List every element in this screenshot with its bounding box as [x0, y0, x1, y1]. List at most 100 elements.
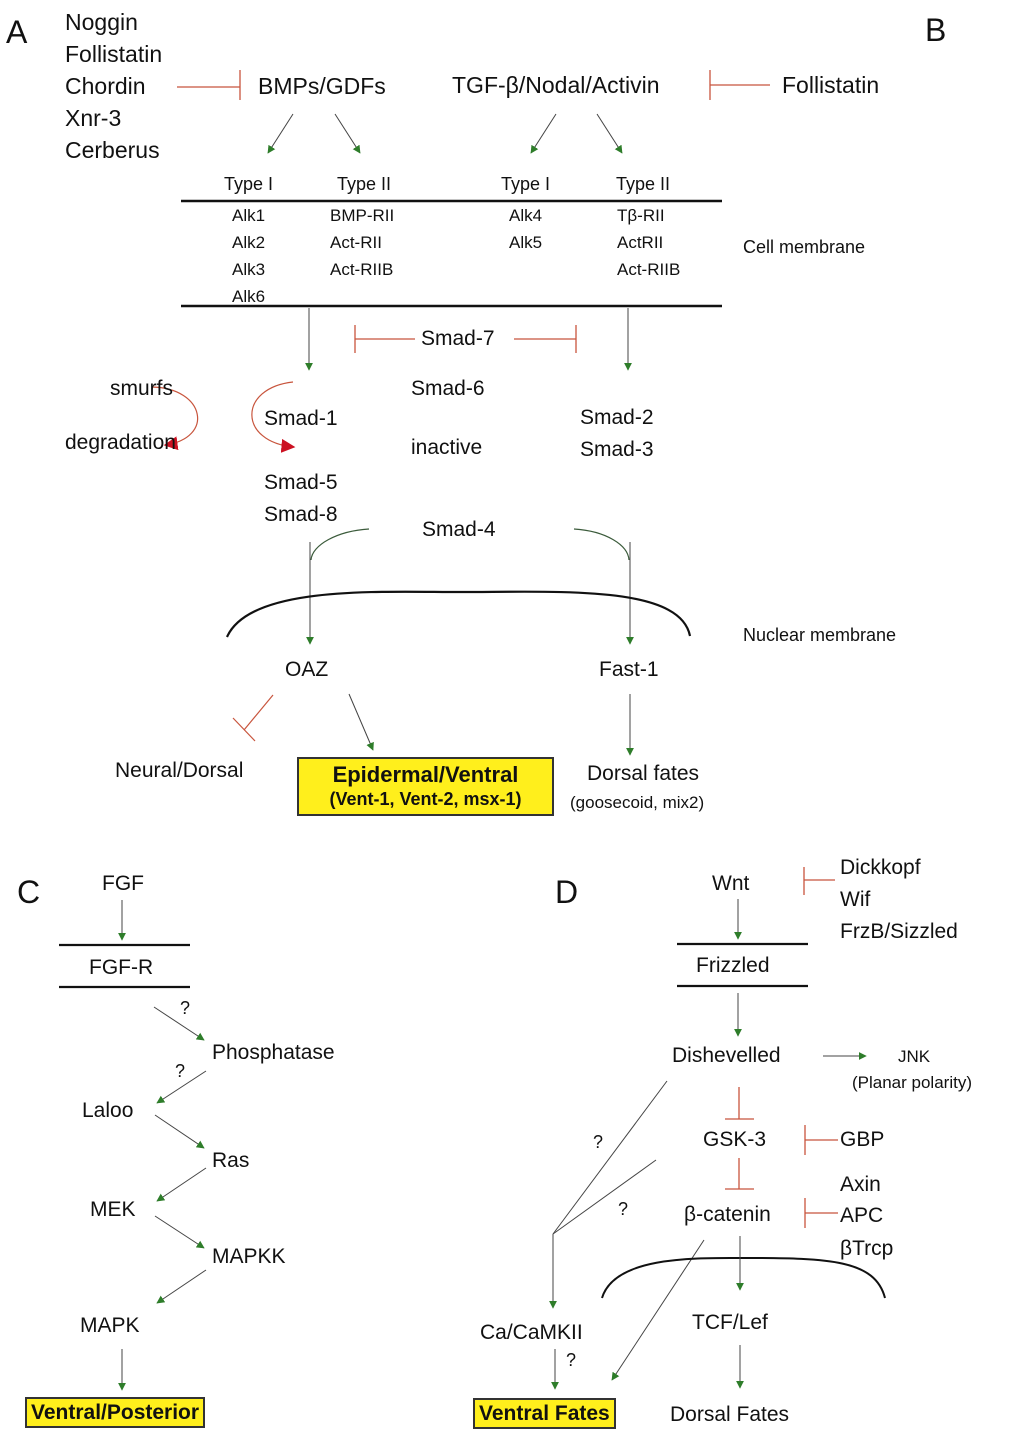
arrow-bmp-type2	[334, 113, 361, 154]
arrow-laloo-ras	[154, 1114, 205, 1149]
arrow-tgf-type2	[596, 113, 623, 154]
receptor-bmp-rii: BMP-RII	[330, 206, 395, 225]
smad4-hook-right	[573, 528, 630, 561]
wnt-question-lower: ?	[618, 1199, 629, 1219]
dishevelled-label: Dishevelled	[672, 1044, 781, 1067]
beta-catenin-label: β-catenin	[684, 1203, 771, 1226]
arrow-phosphatase-laloo	[156, 1070, 207, 1104]
tcf-lef-label: TCF/Lef	[692, 1311, 768, 1334]
inhibitor-follistatin: Follistatin	[65, 41, 163, 67]
arrow-betacatenin-ventral	[611, 1239, 705, 1381]
panel-label-b: B	[925, 12, 947, 48]
inhibition-axin-betacatenin	[804, 1198, 838, 1228]
inhibitor-wif: Wif	[840, 888, 871, 911]
epidermal-ventral-box: Epidermal/Ventral (Vent-1, Vent-2, msx-1…	[297, 757, 554, 816]
inhibition-dishevelled-gsk3	[725, 1087, 754, 1120]
panel-label-d: D	[555, 874, 579, 910]
ligand-bmps-gdfs: BMPs/GDFs	[258, 73, 386, 99]
inhibition-chordin-bmp	[177, 70, 241, 100]
fgf-r-label: FGF-R	[89, 956, 154, 979]
fgf-label: FGF	[102, 872, 144, 895]
nuclear-membrane-label: Nuclear membrane	[743, 625, 897, 645]
inhibitor-dickkopf: Dickkopf	[840, 856, 921, 879]
arrow-fgfr-phosphatase	[153, 1006, 205, 1041]
arrow-oaz-epidermal	[348, 693, 374, 751]
phosphatase-label: Phosphatase	[212, 1041, 335, 1064]
receptor-act-riib-b: Act-RIIB	[617, 260, 681, 279]
mapkk-label: MAPKK	[212, 1245, 286, 1268]
degradation-label: degradation	[65, 431, 176, 454]
inhibitor-xnr3: Xnr-3	[65, 105, 122, 131]
axin-label: Axin	[840, 1173, 881, 1196]
arrow-tgf-type1	[530, 113, 557, 154]
cell-membrane-label: Cell membrane	[743, 237, 866, 257]
smad5-label: Smad-5	[264, 471, 338, 494]
smad8-label: Smad-8	[264, 503, 338, 526]
nuclear-membrane-arc	[225, 590, 692, 638]
panel-label-c: C	[17, 874, 41, 910]
inhibitor-noggin: Noggin	[65, 9, 138, 35]
fgf-question-2: ?	[175, 1061, 186, 1081]
smad6-label: Smad-6	[411, 377, 485, 400]
dorsal-fates-d-label: Dorsal Fates	[670, 1403, 790, 1426]
receptor-act-rii: Act-RII	[330, 233, 382, 252]
receptor-alk1: Alk1	[232, 206, 266, 225]
frizzled-label: Frizzled	[696, 954, 770, 977]
fast1-label: Fast-1	[599, 658, 659, 681]
arrow-smurfs-degradation	[151, 386, 199, 451]
neural-dorsal-label: Neural/Dorsal	[115, 759, 244, 782]
arrow-ras-mek	[156, 1167, 207, 1202]
arrow-smad6-inactive	[251, 381, 296, 453]
inhibition-gbp-gsk3	[804, 1125, 838, 1155]
inhibitor-frzb-sizzled: FrzB/Sizzled	[840, 920, 958, 943]
smad1-label: Smad-1	[264, 407, 338, 430]
jnk-label: JNK	[898, 1047, 931, 1066]
smad4-label: Smad-4	[422, 518, 496, 541]
inactive-label: inactive	[411, 436, 483, 459]
arrow-bmp-type1	[267, 113, 294, 154]
ventral-posterior-box: Ventral/Posterior	[25, 1397, 206, 1428]
wnt-question-camkii: ?	[566, 1350, 577, 1370]
dorsal-fates-label: Dorsal fates	[587, 762, 700, 785]
tgf-type2-header: Type II	[616, 174, 671, 194]
receptor-alk2: Alk2	[232, 233, 266, 252]
dorsal-fates-targets: (goosecoid, mix2)	[570, 793, 705, 812]
panel-label-a: A	[6, 14, 28, 50]
arrow-mek-mapkk	[154, 1215, 205, 1249]
smad7-label: Smad-7	[421, 327, 495, 350]
line-dishevelled-camkii	[552, 1080, 668, 1235]
mapk-label: MAPK	[80, 1314, 140, 1337]
fgf-question-1: ?	[180, 998, 191, 1018]
camkii-label: Ca/CaMKII	[480, 1321, 583, 1344]
bmp-type1-header: Type I	[224, 174, 274, 194]
inhibition-gsk3-betacatenin	[725, 1158, 754, 1190]
ras-label: Ras	[212, 1149, 250, 1172]
laloo-label: Laloo	[82, 1099, 134, 1122]
epidermal-ventral-targets: (Vent-1, Vent-2, msx-1)	[329, 789, 522, 810]
epidermal-ventral-label: Epidermal/Ventral	[332, 762, 519, 787]
inhibition-follistatin-tgf	[709, 70, 770, 100]
smurfs-label: smurfs	[110, 377, 173, 400]
planar-polarity-label: (Planar polarity)	[852, 1073, 972, 1092]
inhibition-oaz-neural	[232, 694, 274, 742]
smad3-label: Smad-3	[580, 438, 654, 461]
gbp-label: GBP	[840, 1128, 885, 1151]
arrow-mapkk-mapk	[156, 1269, 207, 1304]
receptor-alk6: Alk6	[232, 287, 266, 306]
tgf-type1-header: Type I	[501, 174, 551, 194]
receptor-act-riib: Act-RIIB	[330, 260, 394, 279]
gsk3-label: GSK-3	[703, 1128, 767, 1151]
inhibition-smad7	[354, 325, 577, 353]
mek-label: MEK	[90, 1198, 136, 1221]
receptor-actrii: ActRII	[617, 233, 664, 252]
receptor-alk4: Alk4	[509, 206, 543, 225]
receptor-alk5: Alk5	[509, 233, 543, 252]
btrcp-label: βTrcp	[840, 1237, 894, 1260]
inhibition-dickkopf-wnt	[803, 867, 835, 895]
line-gsk-camkii	[552, 1159, 657, 1235]
receptor-alk3: Alk3	[232, 260, 266, 279]
bmp-type2-header: Type II	[337, 174, 392, 194]
smad2-label: Smad-2	[580, 406, 654, 429]
inhibitor-cerberus: Cerberus	[65, 137, 160, 163]
